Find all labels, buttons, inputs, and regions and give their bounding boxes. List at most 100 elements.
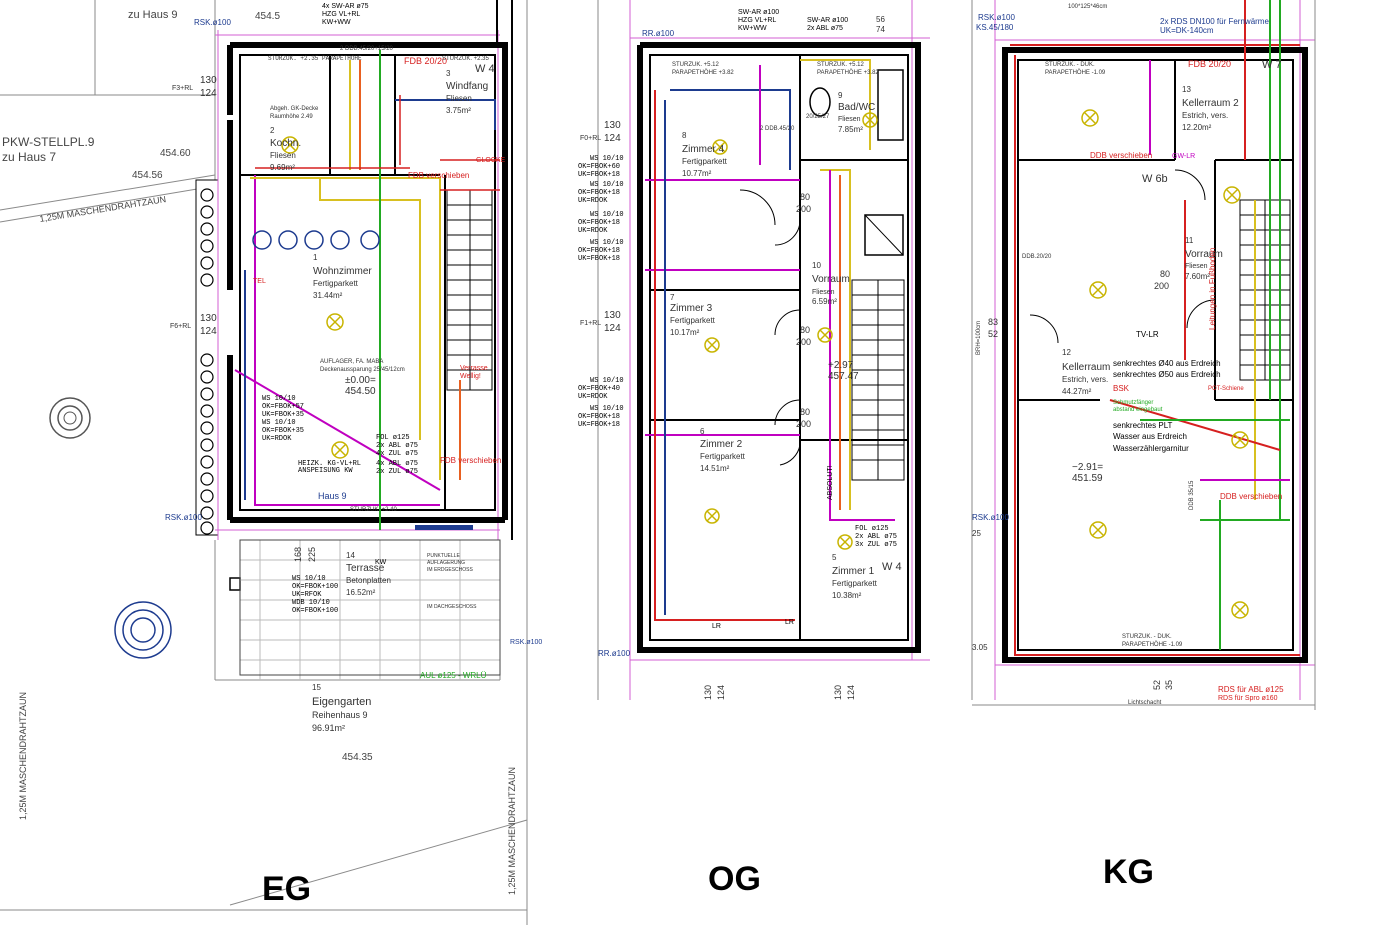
kg-m25: 25 <box>972 529 981 538</box>
eg-fol: FOL ø125 <box>376 434 410 442</box>
eg-room-15-num: 15 <box>312 683 321 692</box>
og-room-8-name: Zimmer 4 <box>682 144 725 155</box>
eg-zul: 4x ZUL ø75 <box>376 450 418 458</box>
eg-room-14-name: Terrasse <box>346 563 385 574</box>
kg-m200: 200 <box>1154 281 1169 291</box>
og-floor-label: OG <box>708 860 761 898</box>
kg-leit: Leitungen in Fußboden <box>1208 248 1217 330</box>
og-room-9-name: Bad/WC <box>838 102 875 113</box>
eg-room-15-name: Eigengarten <box>312 696 371 708</box>
eg-room-14-num: 14 <box>346 551 355 560</box>
kg-m52: 52 <box>988 329 998 339</box>
og-m200c: 200 <box>796 419 811 429</box>
eg-level-3: 454.35 <box>342 752 373 763</box>
og-m130: 130 <box>604 120 621 131</box>
eg-room-1-area: 31.44m² <box>313 291 343 300</box>
eg-room-14-area: 16.52m² <box>346 588 376 597</box>
og-m124d: 124 <box>846 685 856 700</box>
kg-m80: 80 <box>1160 269 1170 279</box>
eg-ws1: WS 10/10 <box>262 395 296 403</box>
eg-punkt2: AUFLAGERUNG <box>427 560 465 566</box>
og-room-5-floor: Fertigparkett <box>832 579 878 588</box>
eg-level-pm-val: 454.50 <box>345 386 376 397</box>
og-m80b: 80 <box>800 325 810 335</box>
og-ok11: UK=FBOK+18 <box>578 421 620 429</box>
og-ok7: UK=FBOK+18 <box>578 255 620 263</box>
kg-room-12-name: Kellerraum <box>1062 362 1110 373</box>
og-hzg: HZG VL+RL <box>738 17 776 24</box>
og-room-6-floor: Fertigparkett <box>700 452 746 461</box>
eg-einspeisung: ANSPEISUNG KW <box>298 467 353 475</box>
eg-room-1-num: 1 <box>313 253 318 262</box>
kg-pot: POT-Schiene <box>1208 386 1244 392</box>
og-ok10: OK=FBOK+18 <box>578 413 620 421</box>
og-f0rl: F0+RL <box>580 135 601 142</box>
eg-kwww: KW+WW <box>322 19 351 26</box>
eg-rdok: UK=RDOK <box>262 435 292 443</box>
og-room-8-num: 8 <box>682 131 687 140</box>
kg-n100: 100*125*46cm <box>1068 4 1107 10</box>
eg-ok3: OK=FBOK+35 <box>262 427 304 435</box>
kg-rds2: RDS für ABL ø125 <box>1218 685 1284 694</box>
kg-rds3: RDS für Spro ø160 <box>1218 695 1278 702</box>
eg-level-2: 454.56 <box>132 170 163 181</box>
og-zul: 3x ZUL ø75 <box>855 541 897 549</box>
kg-room-12-area: 44.27m² <box>1062 387 1092 396</box>
og-m80c: 80 <box>800 407 810 417</box>
og-sw-ar: SW-AR ø100 <box>738 9 779 16</box>
og-room-10-floor: Fliesen <box>812 289 835 296</box>
eg-parking-left-sub: zu Haus 7 <box>2 150 56 164</box>
eg-m168: 168 <box>293 547 303 562</box>
og-m130c: 130 <box>703 685 713 700</box>
eg-fdb-move2: FDB verschieben <box>440 456 501 465</box>
og-room-5-area: 10.38m² <box>832 591 862 600</box>
og-w4: W 4 <box>882 561 902 573</box>
kg-room-12-num: 12 <box>1062 348 1071 357</box>
kg-breit: BRH=100cm <box>976 321 982 355</box>
og-room-10-num: 10 <box>812 261 821 270</box>
og-sturz2: STURZUK. +5.12 <box>817 62 865 68</box>
kg-room-13-num: 13 <box>1182 85 1191 94</box>
og-ws2: WS 10/10 <box>590 181 624 189</box>
eg-w4: W 4 <box>475 63 495 75</box>
og-ws5: WS 10/10 <box>590 377 624 385</box>
og-room-9-area: 7.85m² <box>838 125 863 134</box>
og-room-5-num: 5 <box>832 553 837 562</box>
eg-room-3-area: 3.75m² <box>446 106 471 115</box>
eg-level-1: 454.60 <box>160 148 191 159</box>
og-lr: LR <box>712 623 721 630</box>
eg-f3rl: F3+RL <box>172 85 193 92</box>
eg-punkt3: IM ERDGESCHOSS <box>427 567 474 573</box>
kg-bsk: BSK <box>1113 384 1130 393</box>
kg-m35: 35 <box>1164 680 1174 690</box>
kg-tv: TV-LR <box>1136 330 1159 339</box>
og-sw-ar2: SW-AR ø100 <box>807 17 848 24</box>
og-m124b: 124 <box>604 323 621 334</box>
eg-raumh: Raumhöhe 2.49 <box>270 114 313 120</box>
og-room-7-floor: Fertigparkett <box>670 316 716 325</box>
eg-sw: 4x SW-AR ø75 <box>322 3 369 10</box>
og-m124: 124 <box>604 133 621 144</box>
og-ws3: WS 10/10 <box>590 211 624 219</box>
og-m200: 200 <box>796 204 811 214</box>
og-room-10-area: 6.59m² <box>812 297 837 306</box>
og-rr-top: RR.ø100 <box>642 29 675 38</box>
eg-level-4: 454.5 <box>255 11 280 22</box>
og-parap2: PARAPETHÖHE +3.82 <box>817 69 879 76</box>
kg-room-11-name: Vorraum <box>1185 249 1223 260</box>
kg-parap: PARAPETHÖHE -1.09 <box>1045 69 1106 76</box>
og-ok1: OK=FBOK+60 <box>578 163 620 171</box>
eg-fdb-top: FDB 20/20 <box>404 56 447 66</box>
og-f1rl: F1+RL <box>580 320 601 327</box>
eg-abl: 2x ABL ø75 <box>376 442 418 450</box>
og-lr2: LR <box>785 619 794 626</box>
og-m74: 74 <box>876 25 885 34</box>
og-room-9-floor: Fliesen <box>838 116 861 123</box>
kg-ddb-move2: DDB verschieben <box>1220 492 1282 501</box>
eg-level-pm: ±0.00= <box>345 375 376 386</box>
eg-abgeh: Abgeh. GK-Decke <box>270 106 319 112</box>
eg-terr-ws: WS 10/10 <box>292 575 326 583</box>
eg-punkt1: PUNKTUELLE <box>427 553 460 559</box>
eg-terr-uk: UK=RFOK <box>292 591 322 599</box>
